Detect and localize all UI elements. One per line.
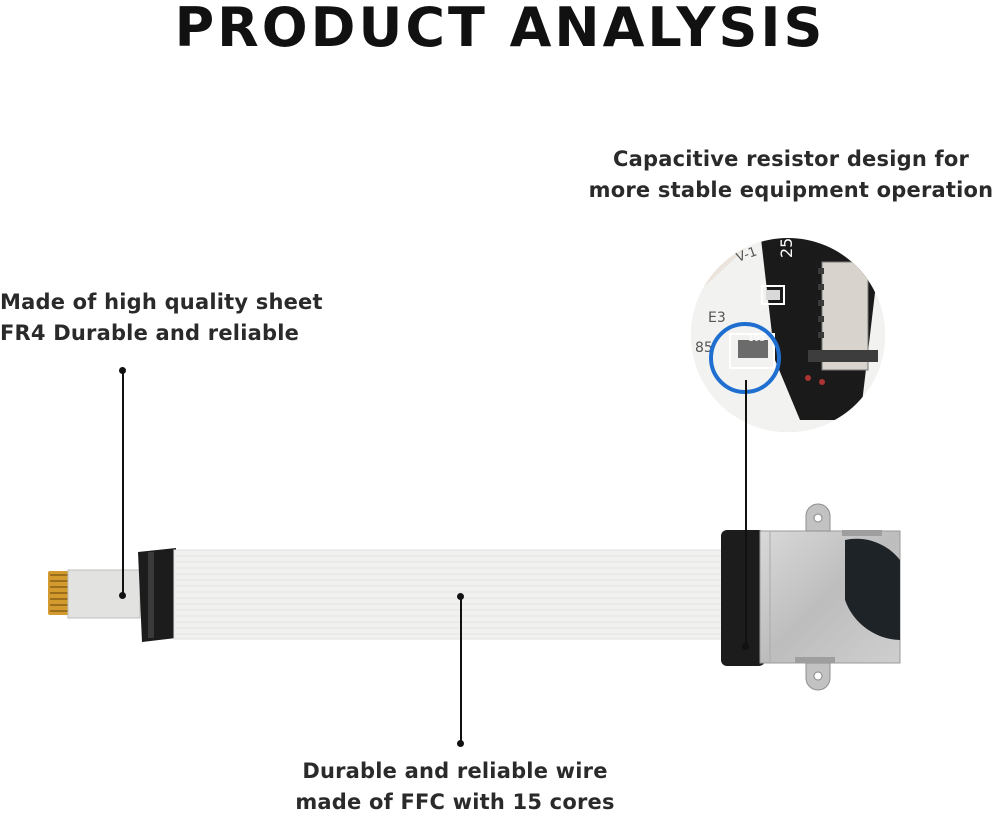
leader-line-board <box>122 371 124 595</box>
capacitor-marking: 105 <box>748 334 765 344</box>
leader-line-wire <box>460 597 462 743</box>
fr4-board <box>67 569 141 619</box>
callout-board-line1: Made of high quality sheet <box>0 290 323 314</box>
leader-dot-capacitor <box>742 643 749 650</box>
inset-label-25: 25 <box>777 238 796 258</box>
callout-capacitor-line2: more stable equipment operation <box>588 178 994 202</box>
leader-line-capacitor <box>745 380 747 646</box>
callout-capacitor: Capacitive resistor design for more stab… <box>584 144 998 206</box>
microsd-plug <box>48 548 176 642</box>
callout-capacitor-line1: Capacitive resistor design for <box>612 147 970 171</box>
callout-board-line2: FR4 Durable and reliable <box>0 321 300 345</box>
inset-label-e3: E3 <box>708 310 726 326</box>
callout-wire-line2: made of FFC with 15 cores <box>295 790 615 814</box>
callout-wire-line1: Durable and reliable wire <box>302 759 608 783</box>
leader-dot-board-top <box>119 367 126 374</box>
callout-ffc-wire: Durable and reliable wire made of FFC wi… <box>270 756 640 818</box>
page-title: PRODUCT ANALYSIS <box>174 0 826 59</box>
leader-dot-wire-top <box>457 593 464 600</box>
sd-card-socket <box>721 503 901 691</box>
leader-dot-wire-bottom <box>457 740 464 747</box>
socket-housing <box>721 530 765 666</box>
inset-label-85: 85 <box>695 340 713 356</box>
zoom-inset: 25 V-1 E3 85 105 <box>691 238 885 432</box>
plug-housing <box>138 548 176 642</box>
ffc-ribbon-cable <box>173 549 731 640</box>
callout-fr4-board: Made of high quality sheet FR4 Durable a… <box>0 287 323 349</box>
leader-dot-board-bottom <box>119 592 126 599</box>
